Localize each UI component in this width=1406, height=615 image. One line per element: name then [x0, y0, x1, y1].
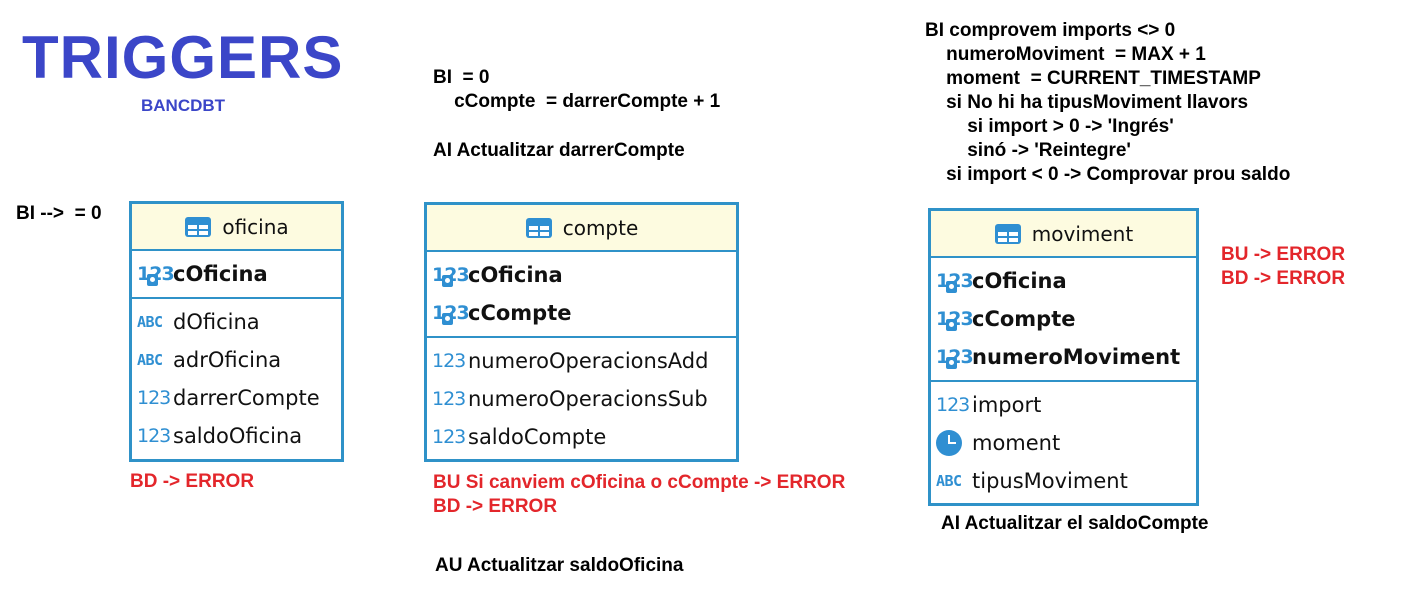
field-label: numeroOperacionsAdd	[468, 349, 709, 373]
entity-name: compte	[562, 215, 639, 240]
key-field[interactable]: 123 cOficina	[931, 262, 1196, 300]
key-number-icon: 123	[936, 346, 974, 369]
oficina-bd-note: BD -> ERROR	[130, 471, 255, 492]
key-field[interactable]: 123 cOficina	[132, 255, 341, 293]
field-label: moment	[972, 431, 1061, 455]
field[interactable]: moment	[931, 424, 1196, 462]
number-icon: 123	[432, 426, 466, 448]
key-number-icon: 123	[936, 270, 974, 293]
key-number-icon: 123	[936, 308, 974, 331]
field-label: darrerCompte	[173, 386, 320, 410]
moviment-bi-note: BI comprovem imports <> 0 numeroMoviment…	[925, 20, 1291, 185]
number-icon: 123	[137, 387, 171, 409]
page-subtitle: BANCDBT	[141, 96, 226, 115]
field[interactable]: 123 darrerCompte	[132, 379, 341, 417]
key-number-icon: 123	[137, 263, 175, 286]
table-icon	[525, 217, 552, 238]
page-title: TRIGGERS	[22, 24, 344, 91]
key-number-icon: 123	[432, 264, 470, 287]
entity-header: compte	[427, 205, 736, 252]
field-label: numeroMoviment	[972, 345, 1181, 369]
field[interactable]: 123 numeroOperacionsAdd	[427, 342, 736, 380]
compte-bi-note: BI = 0 cCompte = darrerCompte + 1	[433, 67, 721, 112]
number-icon: 123	[137, 425, 171, 447]
moviment-ai-note: AI Actualitzar el saldoCompte	[941, 513, 1209, 534]
key-number-icon: 123	[432, 302, 470, 325]
entity-moviment[interactable]: moviment 123 cOficina 123 cCompte 123 nu…	[928, 208, 1199, 506]
entity-oficina[interactable]: oficina 123 cOficina ABC dOficina ABC ad…	[129, 201, 344, 462]
field[interactable]: 123 saldoOficina	[132, 417, 341, 455]
compte-au-note: AU Actualitzar saldoOficina	[435, 555, 684, 576]
key-field[interactable]: 123 cOficina	[427, 256, 736, 294]
field-label: cCompte	[972, 307, 1076, 331]
key-field[interactable]: 123 numeroMoviment	[931, 338, 1196, 376]
field-label: cOficina	[173, 262, 268, 286]
entity-header: moviment	[931, 211, 1196, 258]
field-label: saldoOficina	[173, 424, 303, 448]
field-label: import	[972, 393, 1042, 417]
field-label: dOficina	[173, 310, 260, 334]
field-label: numeroOperacionsSub	[468, 387, 708, 411]
clock-icon	[936, 430, 972, 456]
table-icon	[994, 223, 1021, 244]
field[interactable]: 123 import	[931, 386, 1196, 424]
compte-bd-note: BD -> ERROR	[433, 496, 558, 517]
field[interactable]: ABC tipusMoviment	[931, 462, 1196, 500]
text-icon: ABC	[137, 351, 163, 369]
field-label: cOficina	[972, 269, 1067, 293]
text-icon: ABC	[936, 472, 962, 490]
entity-header: oficina	[132, 204, 341, 251]
field[interactable]: ABC dOficina	[132, 303, 341, 341]
field-label: tipusMoviment	[972, 469, 1128, 493]
oficina-bi-note: BI --> = 0	[16, 203, 102, 224]
number-icon: 123	[936, 394, 970, 416]
key-field[interactable]: 123 cCompte	[427, 294, 736, 332]
field[interactable]: ABC adrOficina	[132, 341, 341, 379]
key-field[interactable]: 123 cCompte	[931, 300, 1196, 338]
moviment-bd-note: BD -> ERROR	[1221, 268, 1346, 289]
entity-name: moviment	[1031, 221, 1134, 246]
entity-compte[interactable]: compte 123 cOficina 123 cCompte 123 nume…	[424, 202, 739, 462]
compte-ai-note: AI Actualitzar darrerCompte	[433, 140, 685, 161]
moviment-bu-note: BU -> ERROR	[1221, 244, 1346, 265]
field-label: cCompte	[468, 301, 572, 325]
field-label: saldoCompte	[468, 425, 607, 449]
field-label: cOficina	[468, 263, 563, 287]
table-icon	[185, 216, 212, 237]
compte-bu-note: BU Si canviem cOficina o cCompte -> ERRO…	[433, 472, 846, 493]
text-edit-icon: ABC	[137, 313, 163, 331]
number-icon: 123	[432, 388, 466, 410]
field-label: adrOficina	[173, 348, 282, 372]
field[interactable]: 123 numeroOperacionsSub	[427, 380, 736, 418]
number-icon: 123	[432, 350, 466, 372]
field[interactable]: 123 saldoCompte	[427, 418, 736, 456]
entity-name: oficina	[222, 214, 289, 239]
